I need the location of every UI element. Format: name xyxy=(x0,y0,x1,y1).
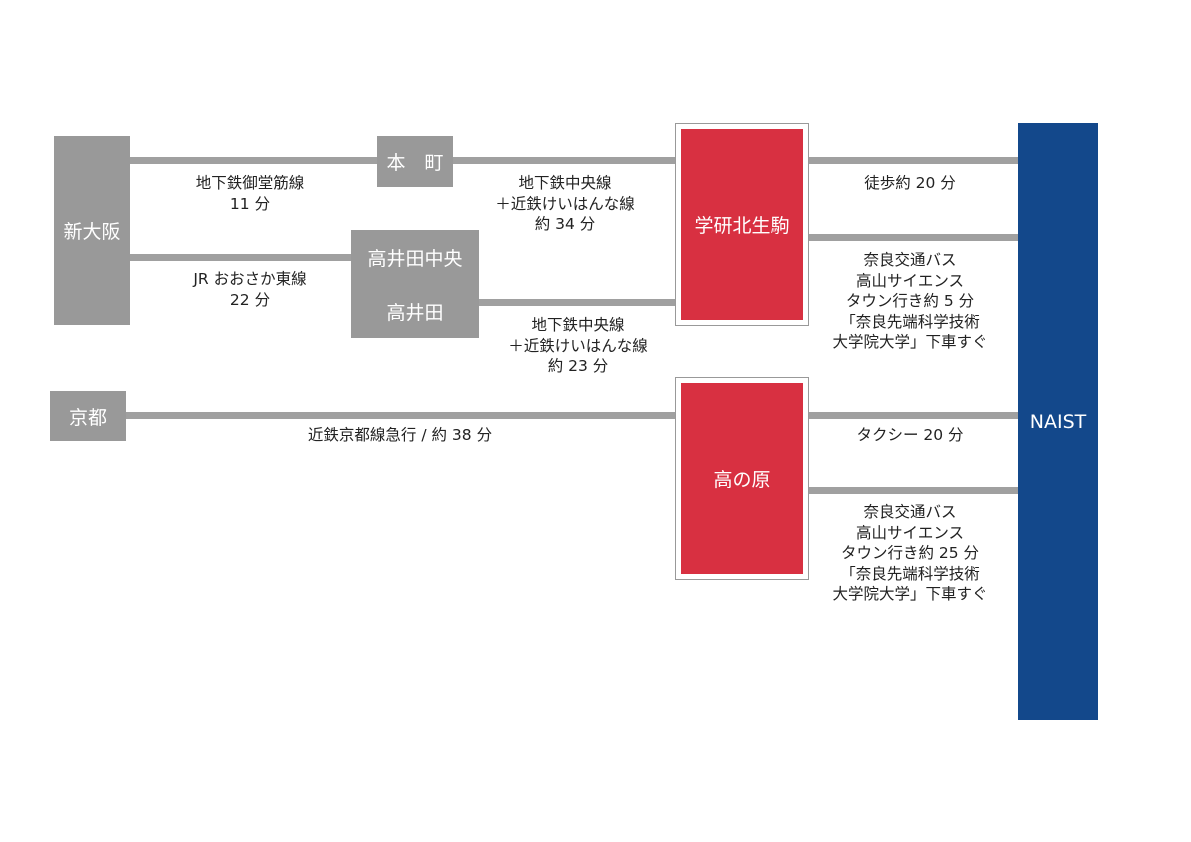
station-takaida-label: 高井田 xyxy=(386,301,444,324)
line-shin-osaka-takaida-chuo xyxy=(129,254,352,261)
line-gakken-naist-walk xyxy=(808,157,1019,164)
route-taxi-label: タクシー 20 分 xyxy=(856,426,964,444)
station-takanohara: 高の原 xyxy=(681,383,803,574)
line-honmachi-gakken xyxy=(452,157,677,164)
station-kyoto: 京都 xyxy=(50,391,126,441)
station-takaida-chuo-label: 高井田中央 xyxy=(367,247,463,270)
line-takanohara-naist-taxi xyxy=(808,412,1019,419)
line-takanohara-naist-bus xyxy=(808,487,1019,494)
destination-naist-label: NAIST xyxy=(1029,410,1087,433)
station-honmachi: 本 町 xyxy=(377,136,453,187)
station-gakken-kita-ikoma-label: 学研北生駒 xyxy=(694,215,790,237)
destination-naist: NAIST xyxy=(1018,123,1098,720)
station-takaida: 高井田中央 高井田 xyxy=(351,230,479,338)
line-gakken-naist-bus xyxy=(808,234,1019,241)
station-kyoto-label: 京都 xyxy=(68,406,107,429)
route-chuo-honmachi-label: 地下鉄中央線 ＋近鉄けいはんな線 約 34 分 xyxy=(495,174,635,233)
station-honmachi-label: 本 町 xyxy=(386,152,444,174)
route-jr-osaka-higashi-label: JR おおさか東線 22 分 xyxy=(193,270,307,309)
route-chuo-takaida-label: 地下鉄中央線 ＋近鉄けいはんな線 約 23 分 xyxy=(508,316,648,375)
line-takaida-gakken xyxy=(478,299,677,306)
route-kintetsu-kyoto-label: 近鉄京都線急行 / 約 38 分 xyxy=(307,426,493,444)
station-gakken-kita-ikoma: 学研北生駒 xyxy=(681,129,803,320)
route-bus-takanohara-label: 奈良交通バス 高山サイエンス タウン行き約 25 分 「奈良先端科学技術 大学院… xyxy=(832,503,988,603)
station-shin-osaka: 新大阪 xyxy=(54,136,130,325)
route-walk-label: 徒歩約 20 分 xyxy=(864,174,956,192)
route-bus-gakken-label: 奈良交通バス 高山サイエンス タウン行き約 5 分 「奈良先端科学技術 大学院大… xyxy=(832,251,988,351)
line-kyoto-takanohara xyxy=(125,412,677,419)
route-midosuji-label: 地下鉄御堂筋線 11 分 xyxy=(195,174,305,213)
station-shin-osaka-label: 新大阪 xyxy=(63,221,121,243)
line-shin-osaka-honmachi xyxy=(129,157,377,164)
station-takanohara-label: 高の原 xyxy=(713,469,771,491)
